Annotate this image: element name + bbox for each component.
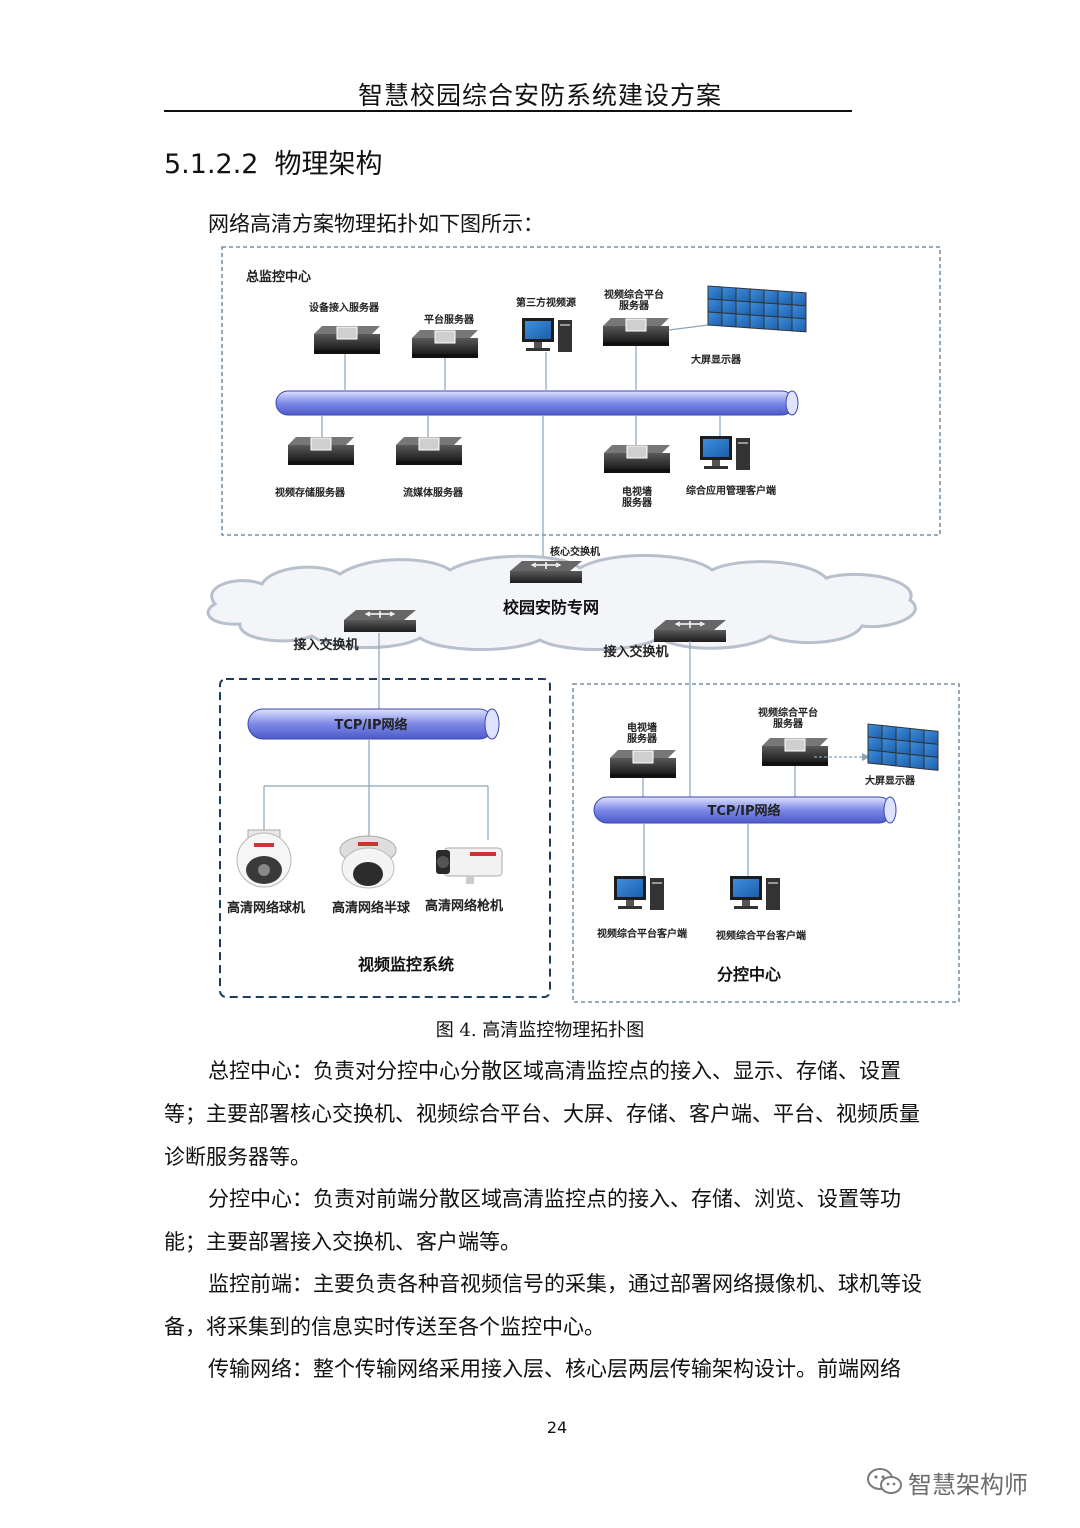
big-screen-label: 大屏显示器 [691, 353, 742, 366]
sub-screen-label: 大屏显示器 [865, 774, 916, 787]
video-system-label: 视频监控系统 [358, 955, 454, 974]
streaming-server-label: 流媒体服务器 [403, 486, 464, 499]
platform-server-icon [411, 329, 479, 359]
tcpip-left-label: TCP/IP网络 [334, 717, 407, 733]
main-center-label: 总监控中心 [246, 269, 311, 285]
access-switch-right-icon [653, 619, 727, 643]
header-rule [164, 110, 852, 112]
paragraph-sub-center: 分控中心：负责对前端分散区域高清监控点的接入、存储、浏览、设置等功能；主要部署接… [164, 1187, 901, 1254]
mgmt-client-label: 综合应用管理客户端 [686, 484, 776, 497]
access-switch-left-icon [343, 609, 417, 633]
sub-vip-label-2: 服务器 [773, 717, 804, 730]
storage-server-label: 视频存储服务器 [275, 486, 346, 499]
access-switch-left-label: 接入交换机 [293, 637, 358, 653]
main-center-boundary [221, 246, 941, 536]
sub-center-boundary [572, 683, 960, 1003]
access-server-icon [313, 325, 381, 355]
tcpip-right-pipe [593, 796, 897, 824]
dome-camera-label: 高清网络球机 [227, 900, 305, 916]
sub-client-1-icon [614, 876, 664, 910]
semi-dome-camera-label: 高清网络半球 [332, 900, 411, 916]
core-switch-icon [509, 560, 583, 584]
watermark-text: 智慧架构师 [908, 1470, 1028, 1499]
sub-client-1-label: 视频综合平台客户端 [597, 927, 687, 940]
tcpip-right-label: TCP/IP网络 [707, 803, 780, 819]
sub-vip-label-1: 视频综合平台 [758, 706, 818, 719]
sub-client-2-label: 视频综合平台客户端 [716, 929, 806, 942]
figure-caption: 图 4. 高清监控物理拓扑图 [435, 1020, 645, 1041]
access-server-label: 设备接入服务器 [309, 301, 380, 314]
topology-diagram: 总监控中心 设备接入服务器 平台服务器 第三方视频源 视频综合平台 服务器 大屏… [206, 246, 960, 1003]
tcpip-left-pipe [247, 708, 500, 740]
access-switch-right-label: 接入交换机 [603, 644, 668, 660]
streaming-server-icon [395, 436, 463, 466]
campus-network-label: 校园安防专网 [503, 598, 599, 617]
storage-server-icon [287, 436, 355, 466]
wechat-icon [867, 1468, 902, 1494]
bullet-camera-icon [436, 847, 503, 884]
platform-server-label: 平台服务器 [424, 313, 475, 326]
sub-screen-icon [867, 723, 939, 771]
vip-server-label-2: 服务器 [619, 299, 650, 312]
sub-tvwall-server-icon [609, 749, 677, 779]
section-title: 物理架构 [274, 149, 383, 180]
vip-server-label-1: 视频综合平台 [604, 288, 664, 301]
sub-tvwall-label-2: 服务器 [627, 732, 658, 745]
big-screen-icon [707, 285, 807, 333]
third-party-label: 第三方视频源 [516, 296, 576, 309]
tvwall-server-label-1: 电视墙 [622, 485, 652, 498]
main-network-pipe [275, 390, 799, 416]
dome-camera-icon [236, 829, 292, 888]
section-number: 5.1.2.2 [164, 149, 259, 180]
intro-text: 网络高清方案物理拓扑如下图所示： [208, 212, 544, 236]
paragraph-front-end: 监控前端：主要负责各种音视频信号的采集，通过部署网络摄像机、球机等设备，将采集到… [164, 1272, 922, 1339]
sub-center-label: 分控中心 [717, 965, 781, 984]
core-switch-label: 核心交换机 [550, 545, 600, 558]
watermark: 智慧架构师 [866, 1462, 1056, 1502]
sub-client-2-icon [730, 876, 780, 910]
paragraph-main-center: 总控中心：负责对分控中心分散区域高清监控点的接入、显示、存储、设置等；主要部署核… [164, 1059, 920, 1169]
page-number: 24 [546, 1418, 568, 1437]
tvwall-server-label-2: 服务器 [622, 496, 653, 509]
third-party-pc-icon [522, 318, 572, 352]
bullet-camera-label: 高清网络枪机 [425, 898, 503, 914]
sub-tvwall-label-1: 电视墙 [627, 721, 657, 734]
tvwall-server-icon [603, 444, 671, 474]
sub-vip-server-icon [761, 737, 829, 767]
video-system-boundary [219, 678, 551, 998]
vip-server-icon [602, 317, 670, 347]
document-header-title: 智慧校园综合安防系统建设方案 [357, 81, 722, 110]
paragraph-transport: 传输网络：整个传输网络采用接入层、核心层两层传输架构设计。前端网络 [208, 1357, 901, 1381]
section-heading: 5.1.2.2 物理架构 [164, 142, 382, 181]
mgmt-client-pc-icon [700, 436, 750, 470]
semi-dome-camera-icon [339, 835, 397, 889]
